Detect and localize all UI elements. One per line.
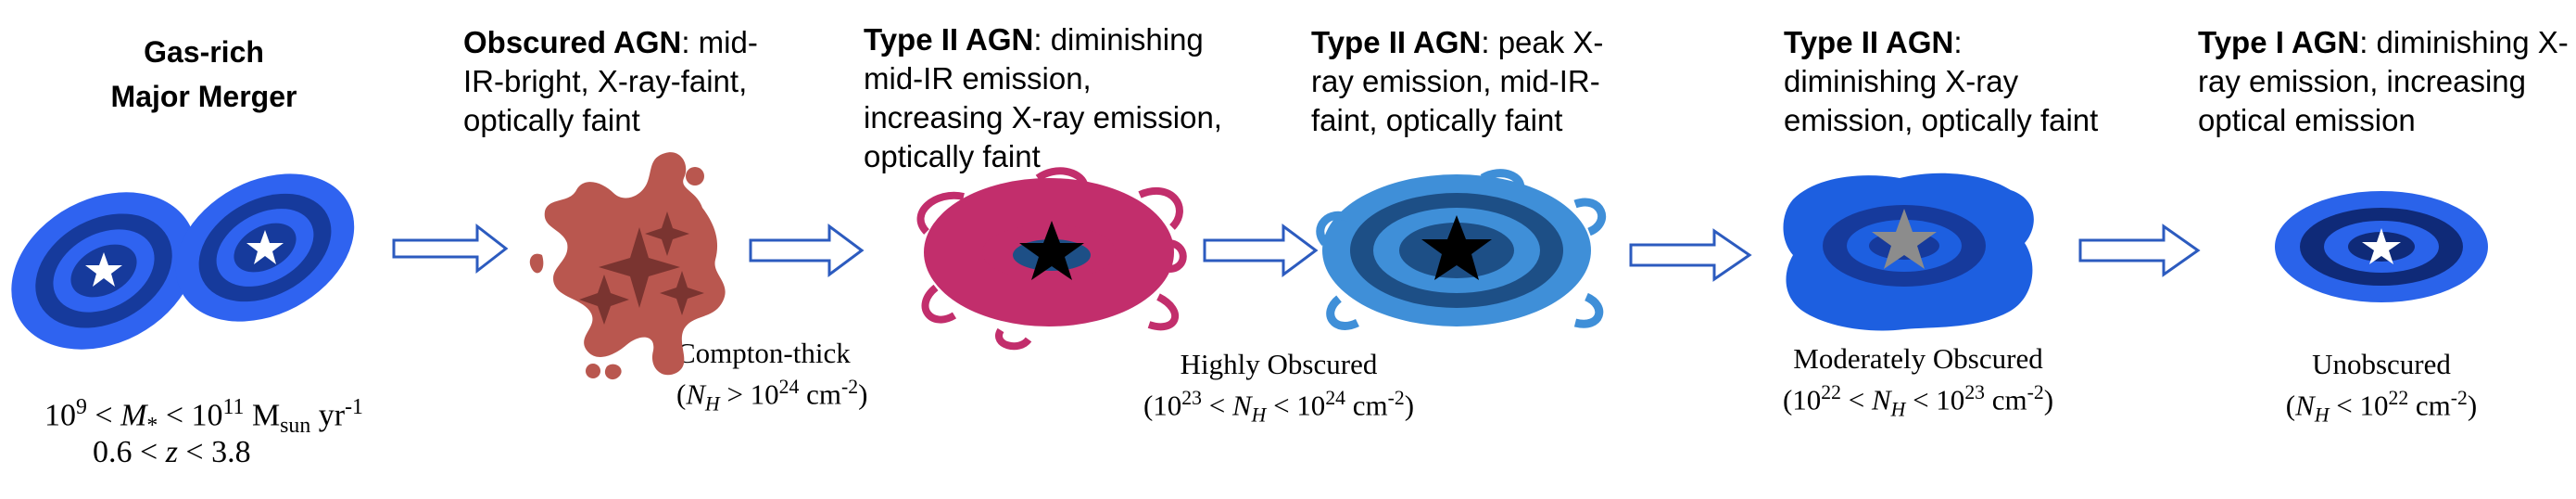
white-star-icon — [2362, 228, 2401, 264]
black-star-icon — [1421, 215, 1492, 280]
dust-cluster-icon — [645, 211, 689, 256]
merger-redshift-range: 0.6 < z < 3.8 — [93, 435, 251, 469]
type1-agn-description: Type I AGN: diminishing X-ray emission, … — [2198, 25, 2569, 137]
compton-thick-label: Compton-thick (NH > 1024 cm-2) — [676, 337, 868, 416]
right-arrow-icon — [1629, 228, 1752, 282]
right-arrow-icon — [2078, 224, 2201, 277]
dusty-obscured-galaxy — [529, 152, 726, 380]
white-star-icon — [246, 230, 284, 264]
gray-star-icon — [1872, 209, 1937, 269]
obscured-agn-description: Obscured AGN: mid-IR-bright, X-ray-faint… — [463, 25, 758, 137]
dust-cluster-icon — [579, 275, 629, 325]
moderately-obscured-label: Moderately Obscured (1022 < NH < 1023 cm… — [1782, 342, 2054, 421]
highly-obscured-label: Highly Obscured (1023 < NH < 1024 cm-2) — [1143, 348, 1415, 427]
merger-mass-range: 109 < M* < 1011 Msun yr-1 — [44, 395, 363, 439]
right-arrow-icon — [749, 224, 865, 277]
type2-agn-peak-description: Type II AGN: peak X-ray emission, mid-IR… — [1311, 25, 1604, 137]
white-star-icon — [85, 252, 122, 287]
unobscured-label: Unobscured (NH < 1022 cm-2) — [2285, 348, 2478, 427]
dust-cluster-icon — [599, 227, 680, 308]
merger-title: Gas-rich Major Merger — [110, 35, 297, 113]
type2-agn-early-description: Type II AGN: diminishing mid-IR emission… — [864, 22, 1222, 173]
right-arrow-icon — [1203, 224, 1319, 277]
right-arrow-icon — [392, 223, 509, 275]
dust-cluster-icon — [660, 271, 704, 315]
black-star-icon — [1019, 221, 1084, 280]
type2-agn-late-description: Type II AGN: diminishing X-ray emission,… — [1784, 25, 2099, 137]
